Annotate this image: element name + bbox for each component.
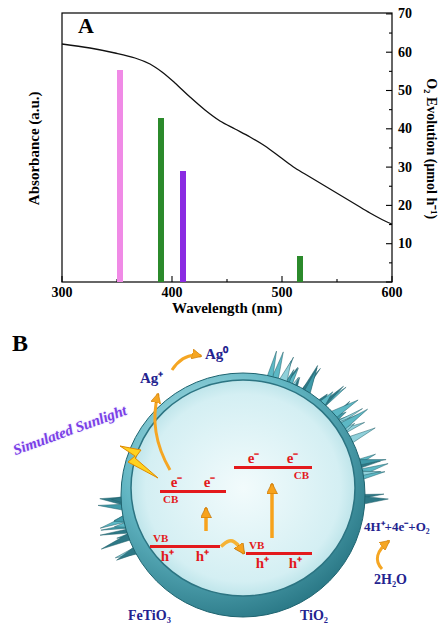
axis-tick bbox=[389, 32, 392, 33]
transfer-arrow bbox=[155, 394, 170, 470]
band-bar bbox=[234, 466, 312, 469]
axis-tick bbox=[226, 279, 227, 282]
material-label: FeTiO₃ bbox=[128, 608, 171, 623]
charge-carrier: h⁺ bbox=[256, 555, 269, 571]
panel-label: B bbox=[12, 330, 28, 356]
plot-frame bbox=[62, 13, 392, 282]
absorbance-curve bbox=[62, 44, 392, 224]
axis-tick bbox=[386, 52, 392, 53]
tick-label: 50 bbox=[398, 83, 412, 98]
axis-tick bbox=[336, 279, 337, 282]
axis-tick bbox=[389, 109, 392, 110]
hollow-sphere bbox=[121, 373, 365, 617]
axis-tick bbox=[171, 276, 172, 282]
axis-tick bbox=[61, 276, 62, 282]
band-bar bbox=[246, 552, 312, 555]
oxidation-arrow bbox=[377, 541, 389, 569]
charge-carrier: h⁺ bbox=[196, 548, 209, 564]
panel-label: A bbox=[78, 14, 94, 38]
charge-carrier: e⁻ bbox=[204, 474, 216, 490]
axis-tick bbox=[386, 243, 392, 244]
o2-bar bbox=[117, 70, 123, 282]
axis-tick bbox=[389, 147, 392, 148]
tick-label: 20 bbox=[398, 198, 412, 213]
charge-carrier: h⁺ bbox=[161, 548, 174, 564]
axis-tick bbox=[389, 262, 392, 263]
tick-label: 400 bbox=[162, 285, 183, 300]
lightning-bolt bbox=[120, 446, 158, 478]
tick-label: 600 bbox=[382, 285, 403, 300]
axis-tick bbox=[386, 205, 392, 206]
axis-tick bbox=[386, 13, 392, 14]
charge-carrier: e⁻ bbox=[287, 450, 299, 466]
band-label: VB bbox=[153, 532, 168, 545]
band-label: CB bbox=[163, 493, 178, 506]
axis-title: Wavelength (nm) bbox=[172, 300, 282, 317]
axis-title: O₂ Evolution (μmol h⁻¹) bbox=[423, 78, 438, 219]
o2-bar bbox=[158, 118, 164, 282]
band-bar bbox=[150, 545, 220, 548]
axis-tick bbox=[386, 281, 392, 282]
band-label: VB bbox=[249, 539, 264, 552]
charge-carrier: e⁻ bbox=[248, 450, 260, 466]
o2-bar bbox=[180, 171, 186, 282]
species-label: Ag⁺ bbox=[140, 370, 163, 387]
band-level: e⁻ e⁻ CB bbox=[160, 474, 226, 506]
axis-tick bbox=[389, 186, 392, 187]
axis-tick bbox=[391, 276, 392, 282]
tick-label: 60 bbox=[398, 45, 412, 60]
charge-carrier: h⁺ bbox=[289, 555, 302, 571]
tick-label: 40 bbox=[398, 121, 412, 136]
tick-label: 10 bbox=[398, 236, 412, 251]
tick-label: 300 bbox=[52, 285, 73, 300]
charge-carrier: e⁻ bbox=[171, 474, 183, 490]
axis-tick bbox=[389, 71, 392, 72]
tick-label: 500 bbox=[272, 285, 293, 300]
material-label: TiO₂ bbox=[300, 608, 328, 623]
reduction-arrow bbox=[172, 355, 201, 370]
o2-bar bbox=[297, 256, 303, 282]
sphere-cavity bbox=[131, 380, 355, 596]
reaction-label: 2H₂O bbox=[374, 572, 407, 587]
axis-tick bbox=[281, 276, 282, 282]
axis-tick bbox=[386, 128, 392, 129]
hole-transfer-arrow bbox=[221, 541, 244, 554]
band-level: VB h⁺ h⁺ bbox=[246, 539, 312, 571]
excitation-arrow bbox=[270, 484, 274, 538]
tick-label: 30 bbox=[398, 160, 412, 175]
tick-label: 70 bbox=[398, 6, 412, 21]
light-label: Simulated Sunlight bbox=[11, 402, 129, 458]
band-level: e⁻ e⁻ CB bbox=[234, 450, 312, 482]
axis-title: Absorbance (a.u.) bbox=[26, 91, 43, 205]
reaction-label: 4H⁺+4e⁻+O₂ bbox=[364, 520, 430, 534]
band-label: CB bbox=[294, 469, 309, 482]
axis-tick bbox=[386, 90, 392, 91]
band-level: VB h⁺ h⁺ bbox=[150, 532, 220, 564]
excitation-arrow bbox=[204, 508, 208, 531]
species-label: Ag⁰ bbox=[205, 346, 228, 363]
band-bar bbox=[160, 490, 226, 493]
axis-tick bbox=[386, 167, 392, 168]
